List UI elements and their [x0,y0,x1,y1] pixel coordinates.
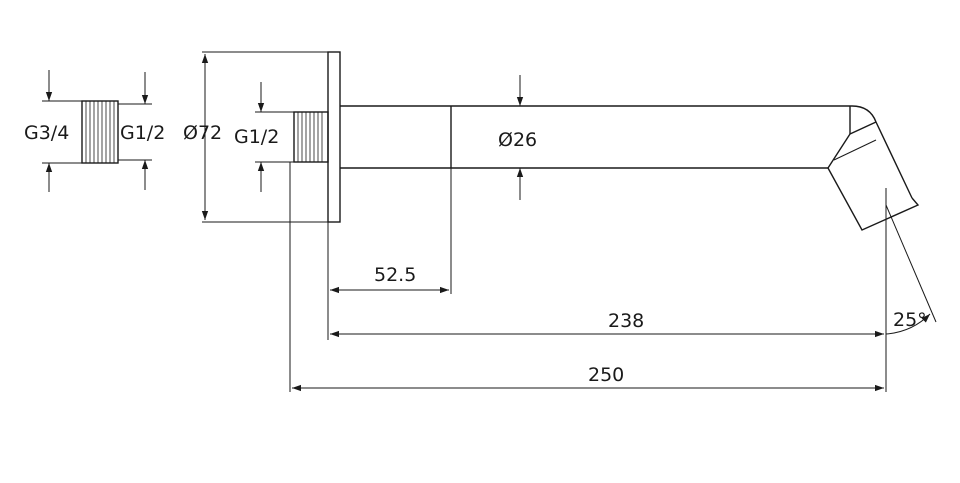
arm-thread-label: G1/2 [234,126,279,148]
adapter-thread-hatch [85,101,115,163]
shower-arm-tube: Ø26 [340,75,937,392]
flange-plate [327,51,341,223]
flange-to-outlet-label: 238 [608,310,644,332]
adapter-inner-thread-label: G1/2 [120,122,165,144]
length-dimensions: 52.5 238 250 25° [289,162,931,392]
tube-elbow [851,105,913,199]
outlet-angle-arc [885,313,931,335]
outlet-angle-label: 25° [893,309,927,331]
arm-thread-hatch [297,112,323,162]
outlet-axis-angled [885,204,937,323]
overall-length-label: 250 [588,364,624,386]
adapter-body [81,100,119,164]
shower-outlet [827,167,920,231]
arm-thread: G1/2 [234,82,329,192]
arm-thread-dimension [255,82,294,192]
adapter-outer-thread-dimension [42,70,82,192]
adapter-inner-thread-dimension [118,72,152,190]
flange-diameter-label: Ø72 [183,122,222,144]
arm-diameter-label: Ø26 [498,129,537,151]
flange-to-joint-label: 52.5 [374,264,416,286]
adapter-outer-thread-label: G3/4 [24,122,69,144]
arm-thread-body [293,111,329,163]
adapter-fitting: G3/4 G1/2 [24,70,165,192]
